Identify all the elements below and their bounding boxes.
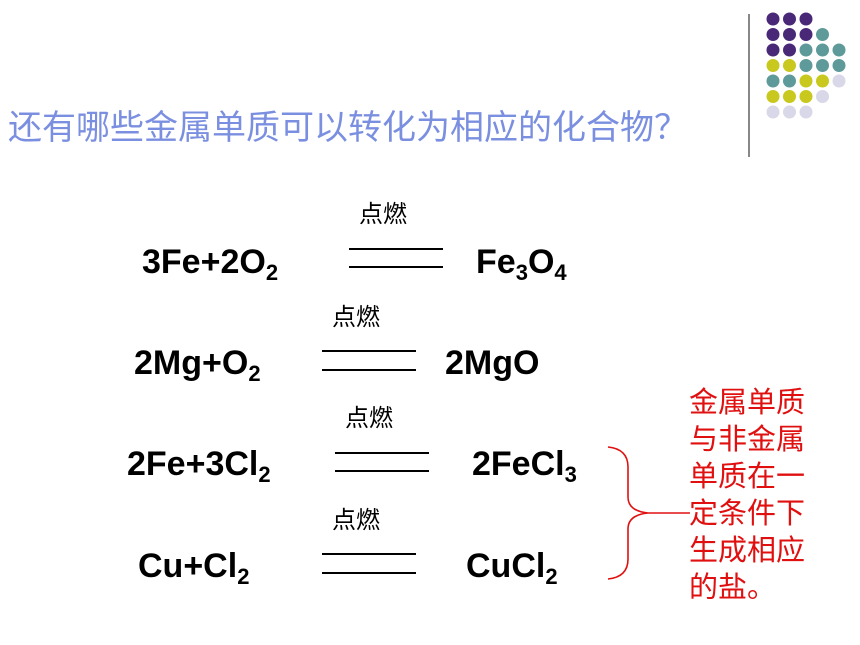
products-3: 2FeCl3 [472,445,577,487]
decorative-dot [799,12,813,26]
decorative-dot [799,28,813,41]
equals-bar-bottom-3 [335,470,429,472]
decorative-dot [766,12,780,26]
decorative-dot [783,59,796,72]
products-2: 2MgO [445,344,540,382]
decorative-dot [832,43,846,57]
decorative-dot [766,59,780,72]
equals-bar-bottom-4 [322,572,416,574]
decorative-dot [783,43,796,57]
condition-label-2: 点燃 [332,303,380,331]
summary-note: 金属单质与非金属单质在一定条件下生成相应的盐。 [689,385,806,604]
reactants-4: Cu+Cl2 [138,547,250,589]
equals-bar-top-2 [322,350,416,352]
decorative-dot [816,43,829,57]
decorative-dot [766,74,780,88]
decorative-dot [766,43,780,57]
decorative-dot [766,105,780,119]
decorative-dot [766,90,780,103]
condition-label-4: 点燃 [332,506,380,534]
reactants-3: 2Fe+3Cl2 [127,445,271,487]
decorative-dot [783,90,796,103]
condition-label-3: 点燃 [345,404,393,432]
equals-bar-top-4 [322,553,416,555]
decorative-dot [816,59,829,72]
decorative-dot [816,90,829,103]
decorative-dot [832,59,846,72]
decorative-dot [783,105,796,119]
decorative-dot [783,28,796,41]
decorative-dot [783,74,796,88]
products-1: Fe3O4 [476,243,567,285]
curly-brace [607,446,690,580]
decorative-dot [766,28,780,41]
decorative-dot [799,43,813,57]
products-4: CuCl2 [466,547,558,589]
condition-label-1: 点燃 [359,200,407,228]
decorative-dot [799,74,813,88]
equals-bar-bottom-1 [349,266,443,268]
decorative-dot [816,74,829,88]
decorative-dot [783,12,796,26]
equals-bar-top-3 [335,452,429,454]
decorative-dot [799,90,813,103]
reactants-2: 2Mg+O2 [134,344,261,386]
slide-title: 还有哪些金属单质可以转化为相应的化合物？ [8,108,688,148]
equals-bar-top-1 [349,248,443,250]
decorative-dot [816,28,829,41]
decorative-vertical-line [748,14,750,157]
decorative-dot [799,59,813,72]
reactants-1: 3Fe+2O2 [142,243,279,285]
decorative-dot-grid [766,12,846,119]
equals-bar-bottom-2 [322,369,416,371]
decorative-dot [832,74,846,88]
decorative-dot [799,105,813,119]
